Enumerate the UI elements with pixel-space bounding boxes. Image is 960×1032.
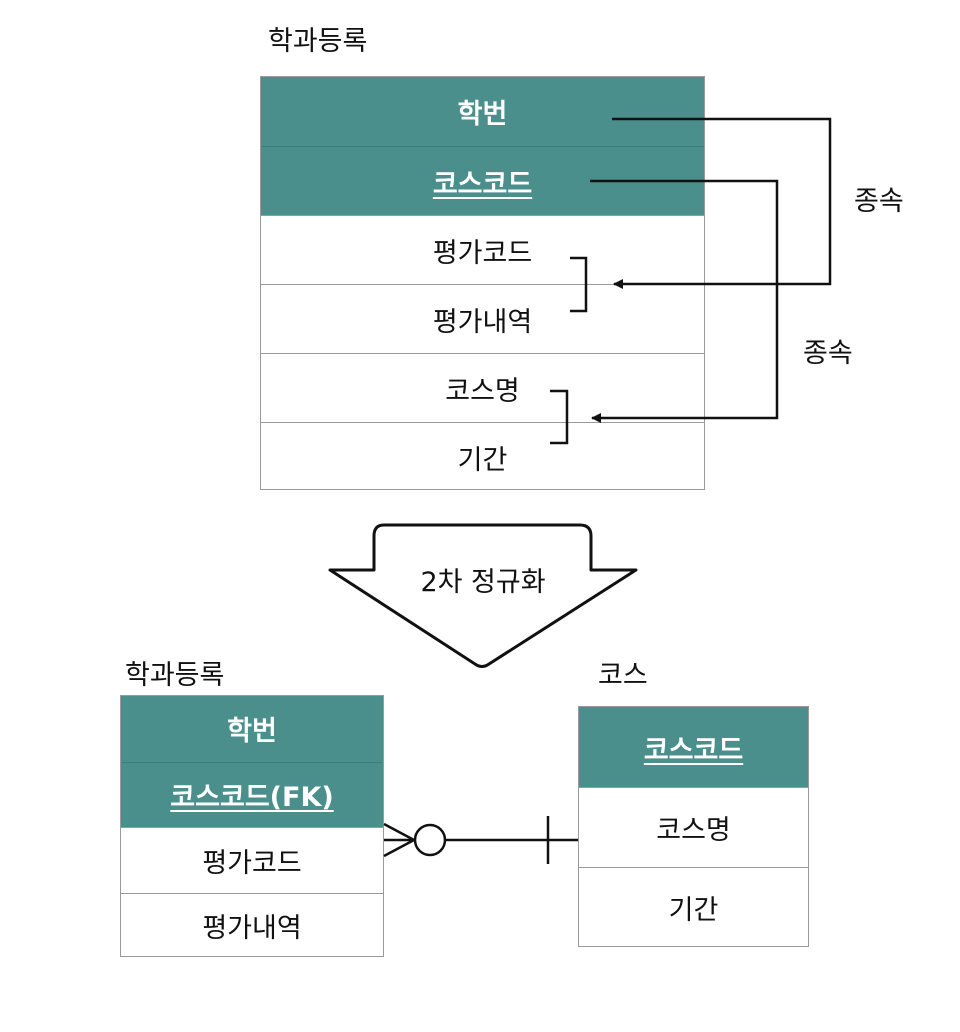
bottom-right-entity-table: 코스코드 코스명 기간 [578,706,809,947]
bottom-left-entity-title: 학과등록 [125,660,225,691]
bottom-right-row-period: 기간 [579,867,808,947]
crows-foot-lower [383,838,415,858]
bottom-left-row-eval-code: 평가코드 [121,827,383,893]
top-entity-row-period: 기간 [261,422,704,491]
top-entity-row-course-code: 코스코드 [261,146,704,215]
bottom-right-entity-title: 코스 [598,660,648,691]
top-entity-table: 학번 코스코드 평가코드 평가내역 코스명 기간 [260,76,705,490]
bottom-left-row-student-id: 학번 [121,696,383,762]
optional-circle [413,823,447,857]
top-entity-row-eval-code: 평가코드 [261,215,704,284]
dependency-label-second: 종속 [803,338,853,369]
top-entity-title: 학과등록 [268,26,368,57]
normalization-arrow-label: 2차 정규화 [420,567,546,598]
bottom-left-row-course-code-fk: 코스코드(FK) [121,761,383,827]
bottom-left-row-eval-detail: 평가내역 [121,892,383,959]
top-entity-row-course-name: 코스명 [261,353,704,422]
dependency-label-first: 종속 [854,186,904,217]
bottom-right-row-course-name: 코스명 [579,787,808,867]
bottom-left-entity-table: 학번 코스코드(FK) 평가코드 평가내역 [120,695,384,957]
crows-foot-upper [383,822,415,842]
top-entity-row-eval-detail: 평가내역 [261,284,704,353]
top-entity-row-student-id: 학번 [261,77,704,146]
bottom-right-row-course-code: 코스코드 [579,707,808,787]
